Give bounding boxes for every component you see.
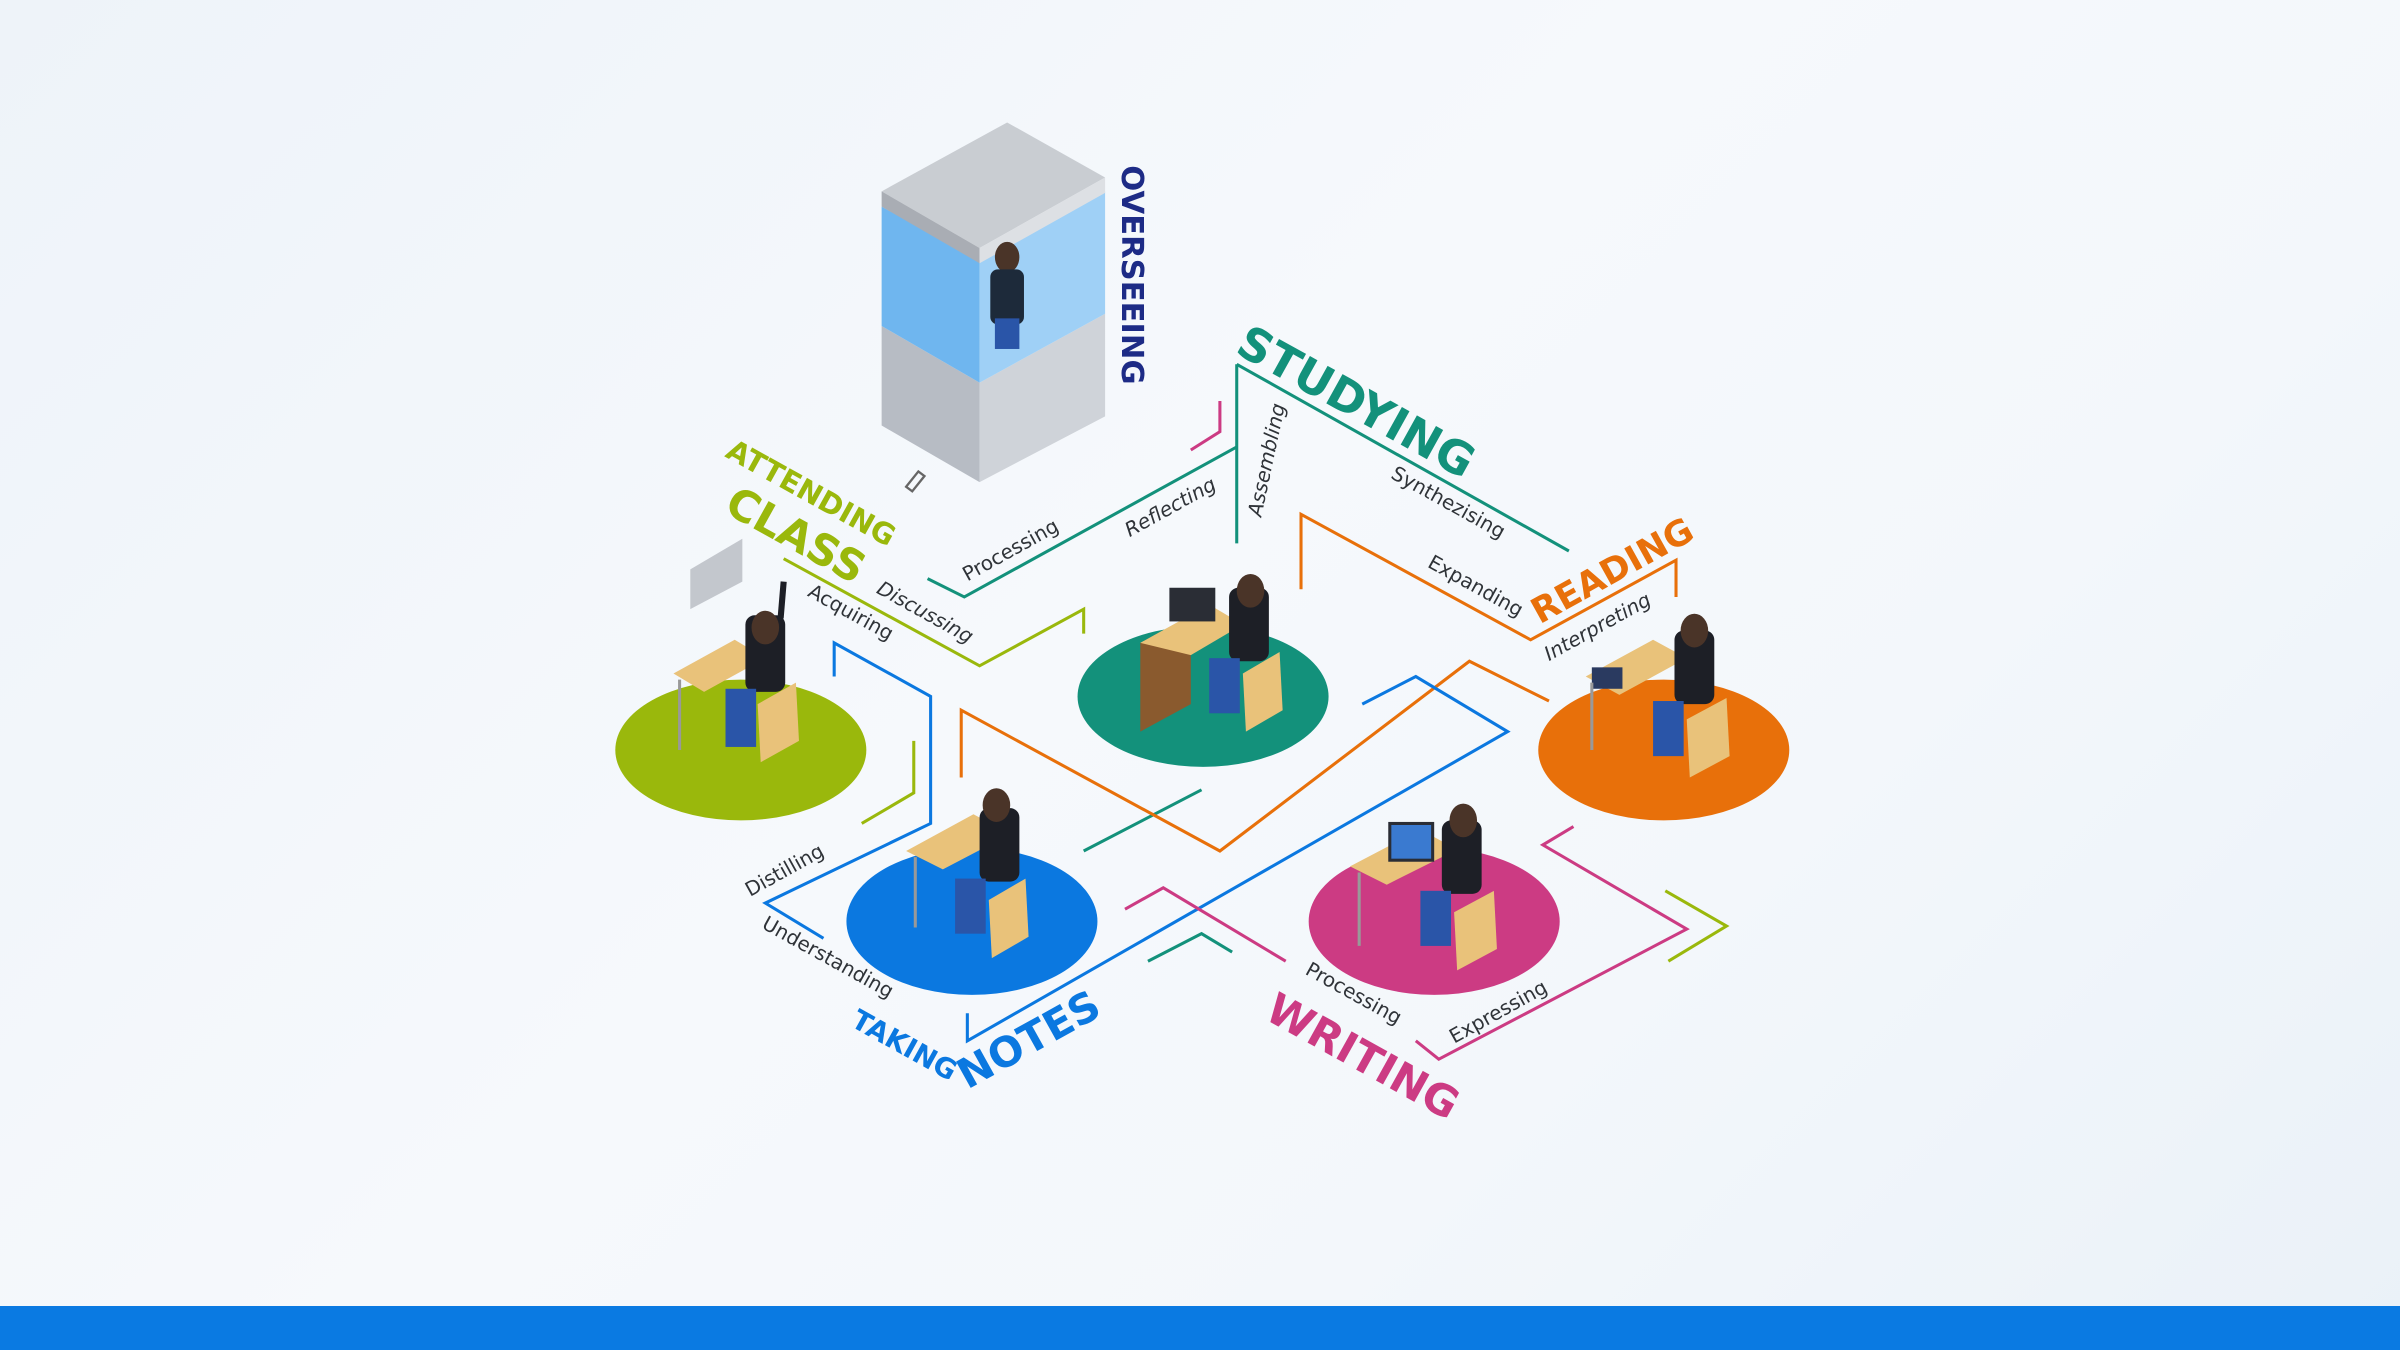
- student-writing: [1350, 803, 1497, 971]
- taking-title: TAKING: [846, 1004, 962, 1088]
- board-icon: [690, 538, 743, 610]
- magenta-tick: [1189, 401, 1222, 452]
- reading-expanding-arrow: [1299, 511, 1678, 642]
- verb-distilling: Distilling: [741, 839, 828, 901]
- attending-discussing-arrow: [782, 557, 1086, 668]
- student-attending: [673, 581, 799, 763]
- teal-chevron: [1147, 931, 1233, 963]
- acquiring-arrow: [762, 640, 933, 940]
- overseeing-title: OVERSEEING: [1114, 165, 1149, 384]
- supervisor-figure: [990, 241, 1024, 349]
- studying-to-reading-arrow: [1235, 362, 1570, 553]
- writing-expressing-arrow: [1414, 825, 1690, 1062]
- overseeing-booth: [881, 122, 1106, 493]
- reading-to-notes-arrow: [959, 659, 1550, 853]
- student-studying: [1140, 573, 1283, 732]
- green-chevron-left: [860, 740, 916, 825]
- pen-icon: [904, 469, 927, 493]
- verb-assembling: Assembling: [1243, 401, 1290, 520]
- connector-lines: [762, 362, 1730, 1062]
- writing-processing-arrow: [1124, 885, 1287, 963]
- notes-center-double-arrow: [1082, 788, 1203, 853]
- notes-title: NOTES: [949, 981, 1109, 1099]
- notes-to-reading-arrow: [965, 674, 1511, 1044]
- student-taking-notes: [906, 788, 1029, 959]
- bottom-bar: [0, 1306, 2400, 1350]
- green-chevron-right: [1664, 889, 1730, 963]
- student-reading: [1585, 613, 1730, 778]
- studying-to-attending-arrow: [926, 445, 1238, 599]
